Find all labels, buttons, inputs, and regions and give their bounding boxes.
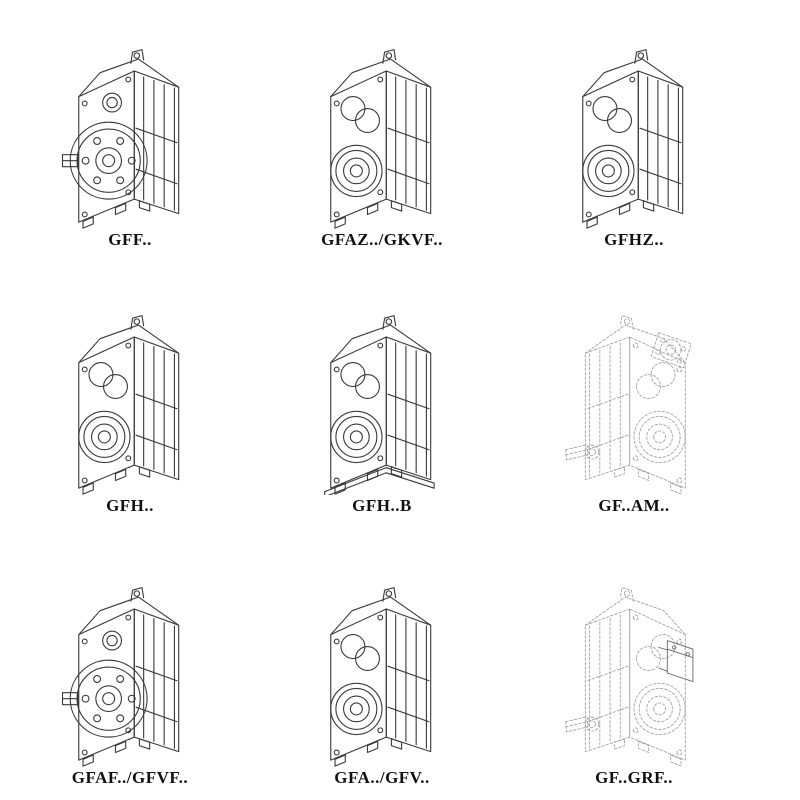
- adapter-box: [658, 639, 694, 682]
- product-label: GF..AM..: [598, 495, 670, 515]
- gearbox-ghost-adapter-box-icon: [548, 562, 694, 767]
- product-label: GFAF../GFVF..: [71, 767, 189, 787]
- gearbox-shaft-bores-icon: [330, 586, 432, 767]
- product-label: GFHZ..: [604, 230, 664, 249]
- cell-gfa-gfv: GFA../GFV..: [296, 553, 468, 793]
- product-label: GFH..B: [352, 495, 412, 515]
- cell-gfh-b: GFH..B: [296, 288, 468, 522]
- gearbox-output-flange-icon: [61, 586, 180, 767]
- motor-adapter-flange: [650, 331, 692, 368]
- gearbox-shaft-bores-icon: [582, 49, 684, 229]
- gearbox-shaft-bores-icon: [330, 49, 432, 229]
- cell-gfh: GFH..: [44, 288, 216, 522]
- base-plate: [324, 466, 435, 495]
- gearbox-ghost-motor-adapter-icon: [548, 290, 692, 495]
- product-label: GF..GRF..: [595, 767, 673, 787]
- product-label: GFAZ../GKVF..: [321, 230, 443, 249]
- product-label: GFF..: [108, 230, 152, 249]
- product-label: GFA../GFV..: [334, 767, 430, 787]
- gearbox-shaft-bores-icon: [78, 314, 180, 495]
- cell-gff: GFF..: [44, 22, 216, 256]
- cell-gf-am: GF..AM..: [548, 288, 720, 522]
- cell-gfaz-gkvf: GFAZ../GKVF..: [296, 22, 468, 256]
- cell-gfhz: GFHZ..: [548, 22, 720, 256]
- gearbox-output-flange-icon: [61, 49, 180, 229]
- gearbox-shaft-bores-base-icon: [324, 314, 435, 495]
- cell-gfaf-gfvf: GFAF../GFVF..: [44, 553, 216, 793]
- cell-gf-grf: GF..GRF..: [548, 553, 720, 793]
- product-label: GFH..: [106, 495, 154, 515]
